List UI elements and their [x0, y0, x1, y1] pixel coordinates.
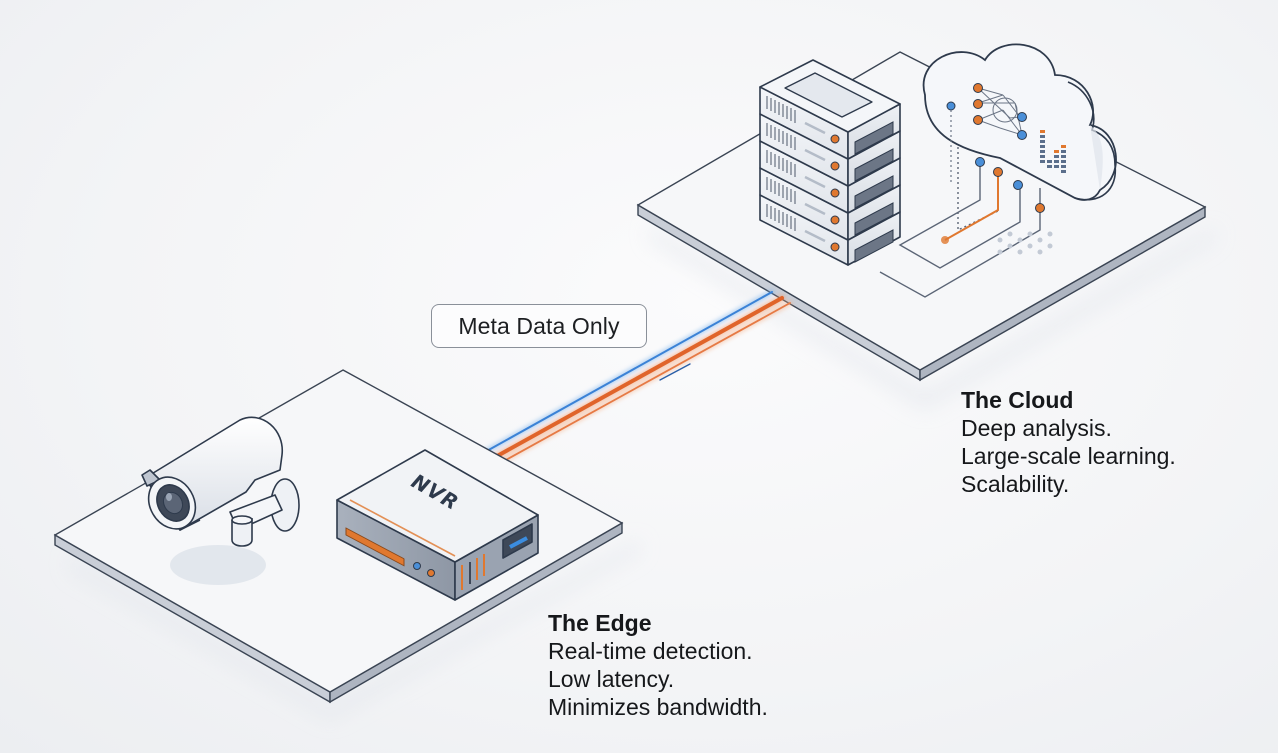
server-details	[766, 96, 894, 263]
edge-line: Real-time detection.	[548, 638, 753, 664]
orange-link-line	[488, 296, 784, 462]
edge-description: The Edge Real-time detection. Low latenc…	[548, 609, 768, 721]
cloud-ai	[922, 43, 1117, 201]
server-rack	[759, 59, 901, 266]
meta-data-label-text: Meta Data Only	[458, 312, 620, 339]
cloud-line: Scalability.	[961, 471, 1070, 497]
data-link	[482, 289, 793, 469]
orange-link-line-thin	[494, 302, 791, 467]
bar-chart-icon	[1040, 130, 1066, 173]
cloud-title: The Cloud	[961, 387, 1074, 413]
security-camera	[141, 416, 300, 585]
circuit-traces	[879, 122, 1053, 298]
edge-line: Low latency.	[548, 666, 675, 692]
cloud-description: The Cloud Deep analysis. Large-scale lea…	[961, 386, 1176, 498]
edge-line: Minimizes bandwidth.	[548, 694, 768, 720]
cloud-line: Deep analysis.	[961, 415, 1112, 441]
meta-data-label: Meta Data Only	[431, 304, 647, 348]
nvr-device	[336, 449, 539, 601]
edge-title: The Edge	[548, 610, 652, 636]
cloud-line: Large-scale learning.	[961, 443, 1176, 469]
blue-link-line	[484, 291, 773, 453]
